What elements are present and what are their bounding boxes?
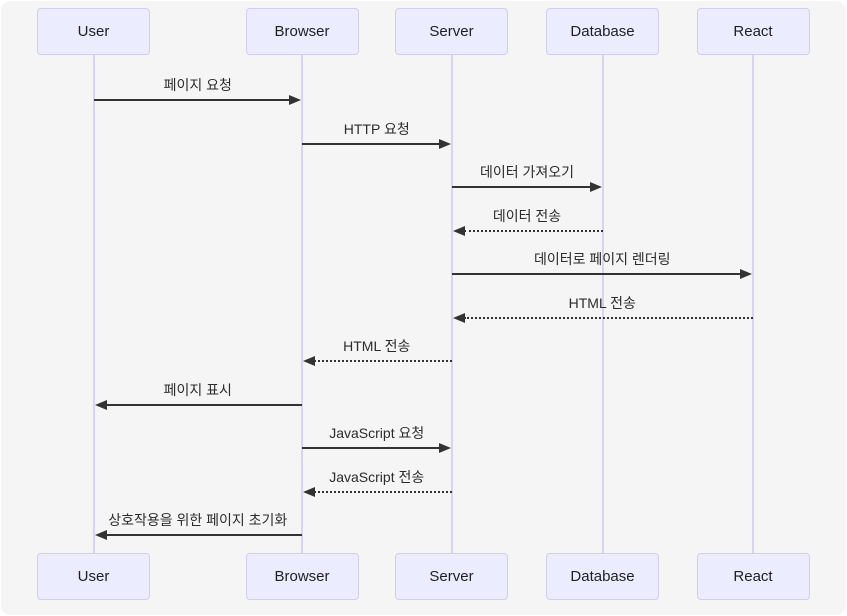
- message-label: HTTP 요청: [343, 120, 410, 137]
- arrowhead-icon: [452, 225, 465, 236]
- lifeline-database: [601, 55, 604, 553]
- actor-label: React: [733, 568, 773, 585]
- actor-top-server: Server: [395, 8, 508, 55]
- message-line: [451, 273, 741, 275]
- message-label: JavaScript 전송: [329, 468, 425, 485]
- message-label: HTML 전송: [343, 338, 411, 354]
- message-line: [314, 360, 452, 362]
- message-line: [105, 403, 302, 406]
- arrowhead-icon: [303, 356, 315, 366]
- actor-label: User: [77, 568, 110, 585]
- arrowhead-icon: [94, 530, 107, 540]
- message-label: 데이터 전송: [492, 207, 562, 224]
- lifeline-server: [450, 55, 453, 553]
- lifeline-browser: [301, 55, 303, 553]
- actor-label: React: [733, 23, 773, 40]
- message-label: 데이터 가져오기: [479, 164, 575, 180]
- actor-label: Server: [429, 568, 474, 585]
- message-label: 데이터로 페이지 렌더링: [533, 251, 671, 267]
- message-line: [105, 534, 302, 536]
- message-label: 상호작용을 위한 페이지 초기화: [108, 512, 288, 528]
- actor-top-browser: Browser: [245, 8, 359, 55]
- arrowhead-icon: [589, 182, 602, 192]
- actor-top-user: User: [37, 8, 150, 55]
- arrowhead-icon: [303, 486, 315, 497]
- arrowhead-icon: [94, 399, 107, 410]
- arrowhead-icon: [438, 443, 451, 453]
- message-line: [314, 490, 452, 493]
- actor-label: Database: [570, 568, 635, 585]
- arrowhead-icon: [438, 138, 451, 149]
- actor-label: User: [77, 23, 110, 40]
- message-line: [302, 447, 440, 449]
- lifeline-user: [92, 55, 95, 553]
- actor-label: Database: [570, 23, 635, 40]
- message-line: [302, 142, 440, 145]
- actor-label: Browser: [274, 568, 330, 585]
- message-label: 페이지 요청: [163, 77, 232, 93]
- actor-bottom-user: User: [37, 553, 150, 600]
- actor-top-react: React: [696, 8, 810, 55]
- actor-bottom-browser: Browser: [245, 553, 359, 600]
- arrowhead-icon: [452, 312, 465, 323]
- message-line: [463, 229, 603, 232]
- message-label: HTML 전송: [568, 294, 636, 311]
- arrowhead-icon: [740, 269, 752, 279]
- actor-bottom-database: Database: [546, 553, 659, 600]
- actor-top-database: Database: [546, 8, 659, 55]
- actor-label: Browser: [274, 23, 330, 40]
- lifeline-react: [752, 55, 754, 553]
- message-label: JavaScript 요청: [329, 425, 425, 441]
- actor-bottom-react: React: [696, 553, 810, 600]
- actor-label: Server: [429, 23, 474, 40]
- message-label: 페이지 표시: [163, 381, 232, 398]
- message-line: [451, 186, 591, 188]
- message-line: [463, 316, 753, 319]
- actor-bottom-server: Server: [395, 553, 508, 600]
- arrowhead-icon: [289, 95, 301, 105]
- message-line: [93, 99, 290, 101]
